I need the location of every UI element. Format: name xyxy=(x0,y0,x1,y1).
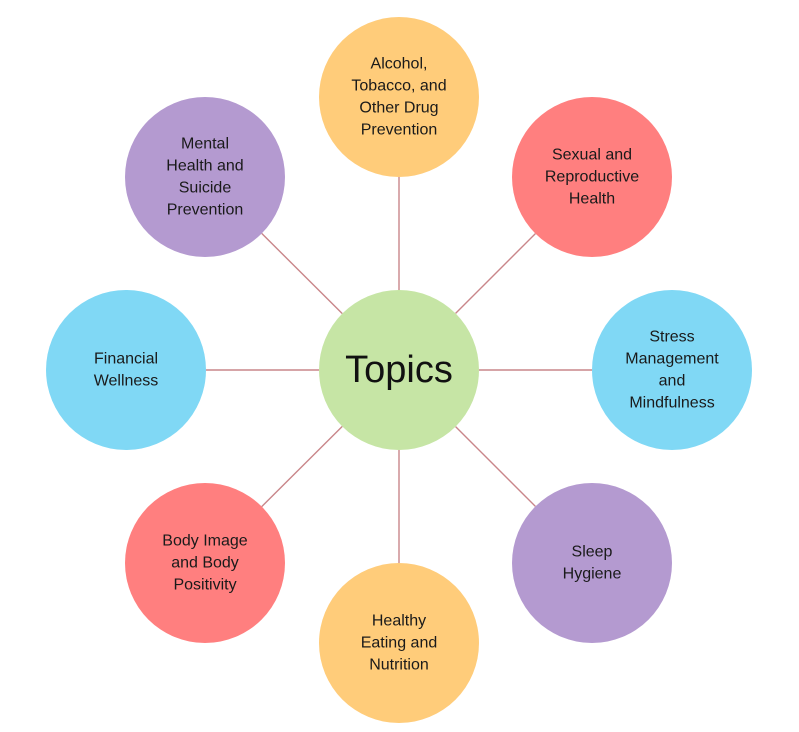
topic-label-line: Healthy xyxy=(372,613,426,630)
topic-label-line: Mental xyxy=(181,136,229,153)
topic-circle-sexual xyxy=(512,97,672,257)
topic-label-line: Nutrition xyxy=(369,657,429,674)
topic-circle-alcohol xyxy=(319,17,479,177)
topic-label-line: Financial xyxy=(94,351,158,368)
topic-label-line: Stress xyxy=(649,329,694,346)
center-node: Topics xyxy=(319,290,479,450)
topic-circle-sleep xyxy=(512,483,672,643)
topic-label-line: Management xyxy=(625,351,719,368)
topic-label-line: Sexual and xyxy=(552,147,632,164)
connector-mental xyxy=(261,232,343,315)
topic-label-line: Wellness xyxy=(94,373,159,390)
topic-label-line: Reproductive xyxy=(545,169,639,186)
topic-label-line: Sleep xyxy=(572,544,613,561)
topic-label-line: Suicide xyxy=(179,180,232,197)
topic-circle-mental xyxy=(125,97,285,257)
topic-label-line: Hygiene xyxy=(563,566,622,583)
connector-body xyxy=(261,425,343,508)
connector-sexual xyxy=(455,233,536,314)
topic-label-line: and Body xyxy=(171,555,239,572)
topic-label-line: Mindfulness xyxy=(629,395,714,412)
topic-label-line: Prevention xyxy=(167,202,244,219)
center-label: Topics xyxy=(345,349,453,391)
topic-label-line: Alcohol, xyxy=(371,56,428,73)
topic-label-line: Health and xyxy=(166,158,243,175)
topic-circle-eating xyxy=(319,563,479,723)
topic-label-line: Other Drug xyxy=(359,100,438,117)
topic-label-line: Health xyxy=(569,191,615,208)
topic-label-line: and xyxy=(659,373,686,390)
topic-label-line: Prevention xyxy=(361,122,438,139)
topic-label-line: Eating and xyxy=(361,635,438,652)
topic-label-line: Tobacco, and xyxy=(351,78,446,95)
topic-circle-financial xyxy=(46,290,206,450)
topic-circle-body xyxy=(125,483,285,643)
center-circle xyxy=(319,290,479,450)
topic-label-line: Body Image xyxy=(162,533,247,550)
topic-label-line: Positivity xyxy=(173,577,236,594)
connectors xyxy=(206,177,592,563)
topic-circle-stress xyxy=(592,290,752,450)
connector-sleep xyxy=(455,426,536,507)
